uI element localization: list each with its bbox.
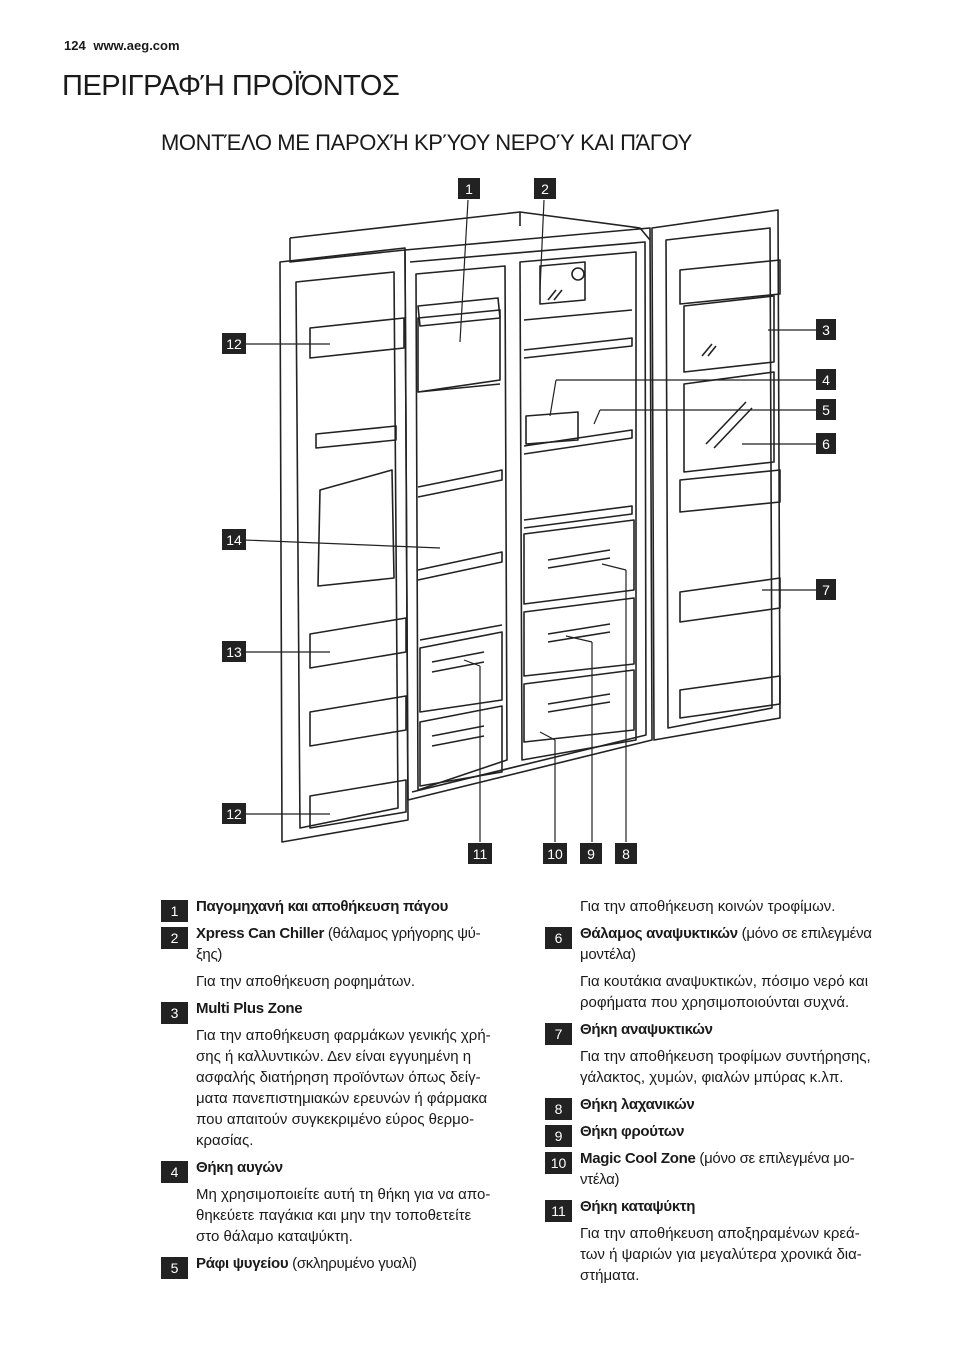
callout-3: 3 xyxy=(816,319,836,340)
legend-item-name: Θήκη αναψυκτικών xyxy=(580,1021,713,1038)
legend-item-note-cont: ντέλα) xyxy=(580,1171,620,1188)
freezer-compartment xyxy=(415,265,508,791)
legend-item-3: 3 Multi Plus Zone xyxy=(161,998,513,1024)
legend-number-badge: 4 xyxy=(161,1161,188,1183)
callout-7: 7 xyxy=(816,579,836,600)
callout-12: 12 xyxy=(222,333,246,354)
legend-item-name: Θήκη αυγών xyxy=(196,1159,283,1176)
callout-11: 11 xyxy=(468,843,492,864)
svg-text:7: 7 xyxy=(822,582,830,598)
legend-item-note: (μόνο σε επιλεγμένα xyxy=(737,925,872,942)
legend-item-4: 4 Θήκη αυγών xyxy=(161,1157,513,1183)
callout-5: 5 xyxy=(816,399,836,420)
legend-item-name: Magic Cool Zone (μόνο σε επιλεγμένα μο-ν… xyxy=(580,1150,897,1190)
legend-item-description: Για την αποθήκευση τροφίμων συντήρησης,γ… xyxy=(580,1048,871,1086)
legend-item-description: Μη χρησιμοποιείτε αυτή τη θήκη για να απ… xyxy=(196,1186,491,1245)
legend-item-10: 10 Magic Cool Zone (μόνο σε επιλεγμένα μο… xyxy=(545,1148,897,1190)
callout-14: 14 xyxy=(222,529,246,550)
callout-13: 13 xyxy=(222,641,246,662)
legend-item-description: Για την αποθήκευση ροφημάτων. xyxy=(196,973,416,990)
page-header: 124 www.aeg.com xyxy=(64,38,180,53)
legend-item-note: (σκληρυμένο γυαλί) xyxy=(288,1255,417,1272)
cabinet-top xyxy=(289,211,651,241)
legend-item-6: 6 Θάλαμος αναψυκτικών (μόνο σε επιλεγμένα… xyxy=(545,923,897,965)
callout-8: 8 xyxy=(615,843,637,864)
legend-item-description: Για κουτάκια αναψυκτικών, πόσιμο νερό κα… xyxy=(580,973,869,1011)
svg-text:12: 12 xyxy=(226,336,242,352)
legend-item-name: Θήκη φρούτων xyxy=(580,1123,685,1140)
legend-number-badge: 3 xyxy=(161,1002,188,1024)
callout-10: 10 xyxy=(543,843,567,864)
legend-item-note-cont: μοντέλα) xyxy=(580,946,636,963)
callout-12: 12 xyxy=(222,803,246,824)
legend-item-description: Για την αποθήκευση αποξηραμένων κρεά-των… xyxy=(580,1225,862,1284)
legend-number-badge: 8 xyxy=(545,1098,572,1120)
legend-number-badge: 1 xyxy=(161,900,188,922)
legend-item-7: 7 Θήκη αναψυκτικών xyxy=(545,1019,897,1045)
legend-item-8: 8 Θήκη λαχανικών xyxy=(545,1094,897,1120)
legend-item-name: Ράφι ψυγείου (σκληρυμένο γυαλί) xyxy=(196,1255,417,1272)
fridge-compartment xyxy=(519,251,637,761)
legend-item-name: Παγομηχανή και αποθήκευση πάγου xyxy=(196,898,449,915)
legend-number-badge: 6 xyxy=(545,927,572,949)
svg-text:2: 2 xyxy=(541,181,549,197)
callout-6: 6 xyxy=(816,433,836,454)
callout-2: 2 xyxy=(534,178,556,199)
svg-text:8: 8 xyxy=(622,846,630,862)
svg-text:6: 6 xyxy=(822,436,830,452)
page-title: ΠΕΡΙΓΡΑΦΉ ΠΡΟΪΌΝΤΟΣ xyxy=(62,70,400,102)
svg-text:5: 5 xyxy=(822,402,830,418)
legend-item-note: (μόνο σε επιλεγμένα μο- xyxy=(695,1150,855,1167)
legend-right-column: Για την αποθήκευση κοινών τροφίμων. 6 Θάλα… xyxy=(545,896,897,1292)
website-link[interactable]: www.aeg.com xyxy=(93,38,180,53)
svg-text:11: 11 xyxy=(473,846,488,862)
svg-text:1: 1 xyxy=(465,181,473,197)
callout-4: 4 xyxy=(816,369,836,390)
legend-item-description: Για την αποθήκευση φαρμάκων γενικής χρή-… xyxy=(196,1027,491,1149)
svg-text:12: 12 xyxy=(226,806,242,822)
legend-item-2: 2 Xpress Can Chiller (θάλαμος γρήγορης ψύ… xyxy=(161,923,513,965)
svg-text:13: 13 xyxy=(226,644,242,660)
legend-item-1: 1 Παγομηχανή και αποθήκευση πάγου xyxy=(161,896,513,922)
legend-number-badge: 11 xyxy=(545,1200,572,1222)
legend-item-note: (θάλαμος γρήγορης ψύ- xyxy=(323,925,481,942)
legend-item-9: 9 Θήκη φρούτων xyxy=(545,1121,897,1147)
legend-item-11: 11 Θήκη καταψύκτη xyxy=(545,1196,897,1222)
legend-item-note-cont: ξης) xyxy=(196,946,223,963)
legend-number-badge: 7 xyxy=(545,1023,572,1045)
legend-number-badge: 5 xyxy=(161,1257,188,1279)
legend-item-name: Xpress Can Chiller (θάλαμος γρήγορης ψύ-… xyxy=(196,925,513,965)
legend-number-badge: 9 xyxy=(545,1125,572,1147)
legend-item-name: Θήκη καταψύκτη xyxy=(580,1198,696,1215)
legend-number-badge: 10 xyxy=(545,1152,572,1174)
legend-item-description: Για την αποθήκευση κοινών τροφίμων. xyxy=(580,898,836,915)
legend-item-name: Multi Plus Zone xyxy=(196,1000,303,1017)
legend-item-name: Θήκη λαχανικών xyxy=(580,1096,695,1113)
callout-9: 9 xyxy=(580,843,602,864)
legend-left-column: 1 Παγομηχανή και αποθήκευση πάγου 2 Xpress … xyxy=(161,896,513,1280)
svg-text:3: 3 xyxy=(822,322,830,338)
fridge-door xyxy=(651,209,781,741)
section-subtitle: ΜΟΝΤΈΛΟ ΜΕ ΠΑΡΟΧΉ ΚΡΎΟΥ ΝΕΡΟΎ ΚΑΙ ΠΆΓΟΥ xyxy=(161,130,692,155)
legend-item-5: 5 Ράφι ψυγείου (σκληρυμένο γυαλί) xyxy=(161,1253,513,1279)
callout-1: 1 xyxy=(458,178,480,199)
freezer-door xyxy=(279,247,409,843)
legend-number-badge: 2 xyxy=(161,927,188,949)
cabinet-frame xyxy=(404,227,653,801)
svg-text:4: 4 xyxy=(822,372,830,388)
svg-text:14: 14 xyxy=(226,532,242,548)
svg-text:9: 9 xyxy=(587,846,595,862)
svg-text:10: 10 xyxy=(547,846,563,862)
page-number: 124 xyxy=(64,38,86,53)
